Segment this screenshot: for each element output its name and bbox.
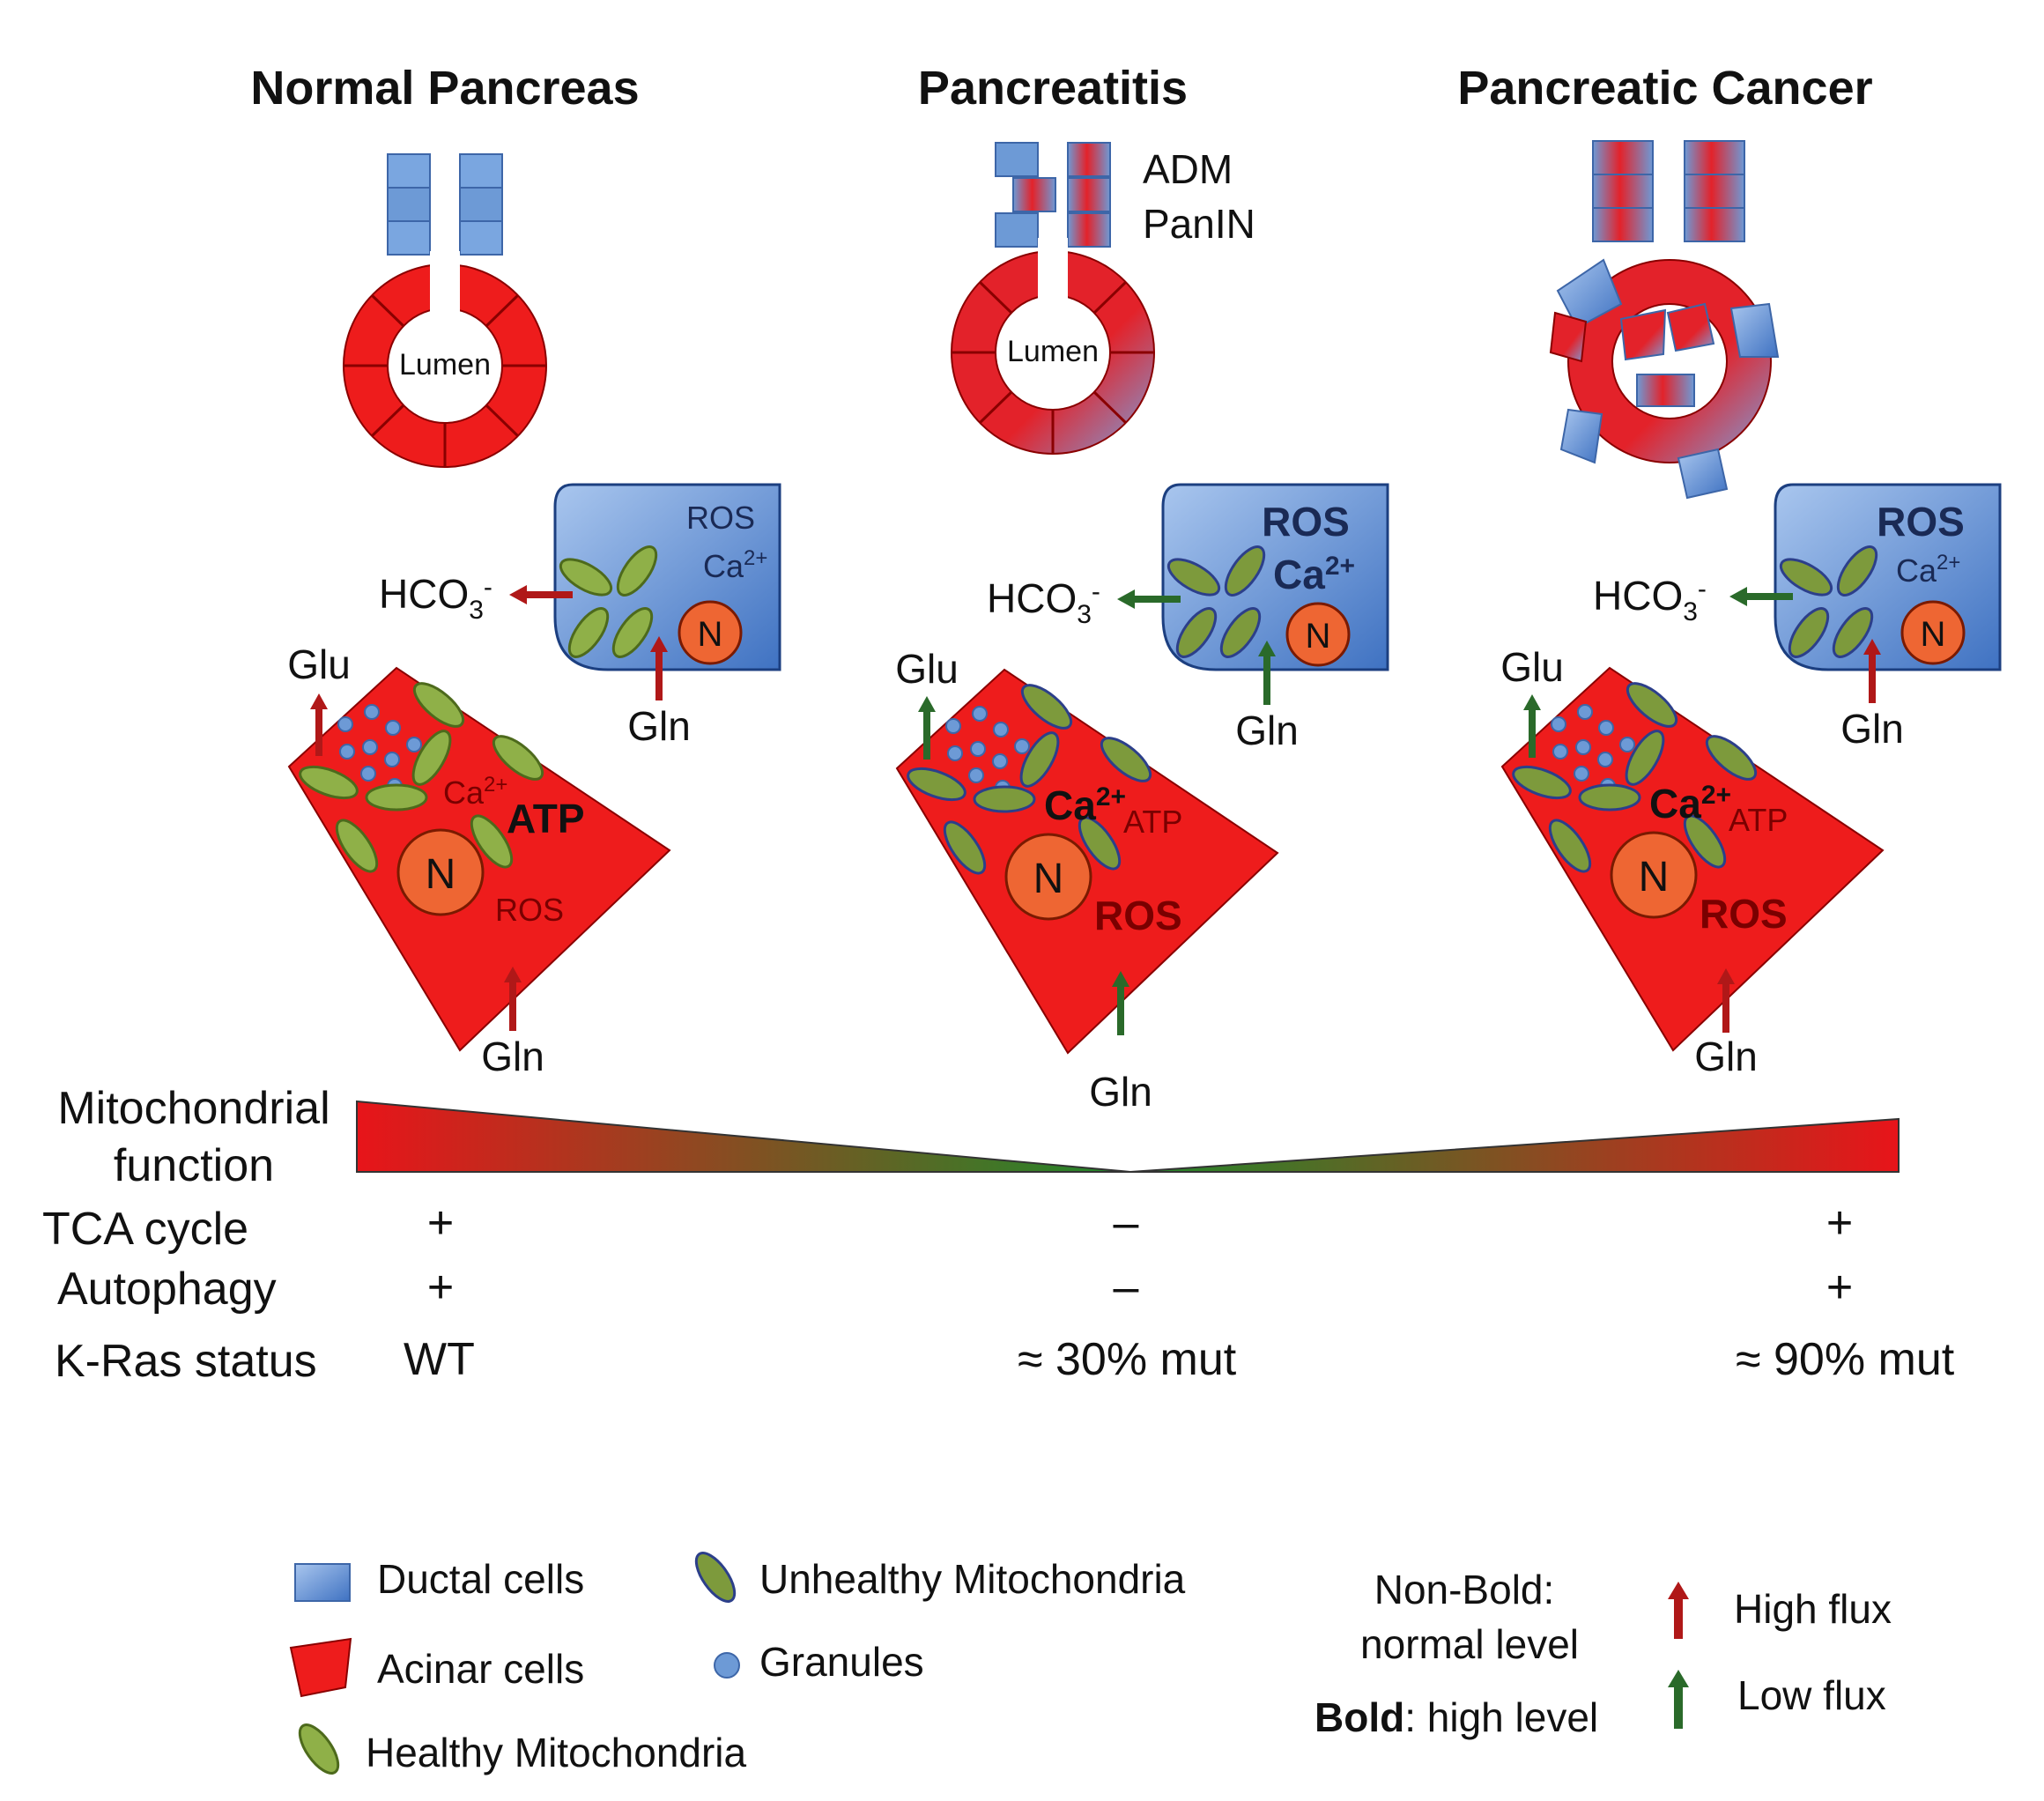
legend-acinar-swatch: [289, 1637, 352, 1698]
legend: Ductal cells Acinar cells Healthy Mitoch…: [289, 1552, 1892, 1775]
legend-granule-icon: [714, 1652, 740, 1679]
cancer-cell-group: ROS Ca2+ N HCO3- Gln: [1500, 483, 2002, 1079]
normal-acinar-mitochondria: [299, 682, 544, 873]
pancreatitis-acinar-ros: ROS: [1094, 893, 1182, 938]
normal-acinus: Lumen: [342, 153, 548, 468]
mito-function-label-1: Mitochondrial: [57, 1083, 330, 1134]
pancreatitis-glu-label: Glu: [895, 646, 959, 692]
cancer-acinus: [1549, 140, 1780, 500]
normal-acinar-ca: Ca2+: [443, 773, 507, 811]
legend-acinar-label: Acinar cells: [377, 1646, 584, 1692]
normal-acinar-ros: ROS: [495, 892, 564, 928]
legend-unhealthy-mito-icon: [694, 1552, 737, 1603]
cancer-acinar-ros: ROS: [1700, 891, 1788, 937]
normal-ductal-nucleus-label: N: [698, 615, 723, 654]
kras-status-label: K-Ras status: [55, 1336, 317, 1387]
pancreatitis-acinar-nucleus: [1004, 833, 1092, 921]
cancer-acinar-atp: ATP: [1729, 802, 1788, 838]
title-pancreatic-cancer: Pancreatic Cancer: [1457, 62, 1872, 115]
cancer-hco3-label: HCO3-: [1593, 573, 1707, 626]
kras-pancreatitis: ≈ 30% mut: [1018, 1334, 1237, 1385]
cancer-acinar-nucleus: [1610, 831, 1698, 919]
pancreatitis-ductal-gln: Gln: [1235, 708, 1299, 753]
normal-hco3-label: HCO3-: [379, 571, 492, 625]
pancreatitis-cell-group: ROS Ca2+ N HCO3- Gln: [895, 483, 1389, 1115]
autophagy-label: Autophagy: [57, 1264, 277, 1315]
pancreatitis-acinar-nucleus-label: N: [1033, 856, 1064, 902]
legend-unhealthy-mito-label: Unhealthy Mitochondria: [759, 1556, 1186, 1602]
cancer-ductal-ros: ROS: [1877, 499, 1965, 545]
pancreatitis-acinar-gln: Gln: [1089, 1069, 1152, 1115]
normal-ductal-nucleus: [678, 600, 743, 665]
cancer-ductal-nucleus-label: N: [1921, 615, 1946, 654]
legend-nonbold-line2: normal level: [1360, 1621, 1579, 1667]
normal-granules: [337, 704, 422, 794]
title-pancreatitis: Pancreatitis: [918, 62, 1188, 115]
pancreatitis-acinus: Lumen ADM PanIN: [950, 142, 1255, 455]
pancreatitis-ductal-cells: [995, 142, 1111, 248]
mito-function-label-2: function: [114, 1140, 274, 1191]
kras-cancer: ≈ 90% mut: [1736, 1334, 1955, 1385]
cancer-acinar-nucleus-label: N: [1639, 854, 1670, 900]
adm-label: ADM: [1143, 146, 1233, 192]
normal-ductal-mitochondria: [559, 545, 658, 658]
pancreatitis-acinar-atp: ATP: [1123, 804, 1182, 840]
cancer-ductal-gln: Gln: [1840, 706, 1904, 752]
legend-low-flux-label: Low flux: [1737, 1672, 1886, 1718]
title-normal-pancreas: Normal Pancreas: [250, 62, 639, 115]
mito-function-wedge: [356, 1100, 1900, 1174]
tca-pancreatitis: –: [1114, 1197, 1139, 1249]
pancreatitis-acinar-ca: Ca2+: [1044, 782, 1126, 828]
cancer-ductal-cells: [1592, 140, 1745, 242]
legend-ductal-label: Ductal cells: [377, 1556, 584, 1602]
cancer-ductal-nucleus: [1900, 600, 1966, 665]
autophagy-normal: +: [427, 1262, 454, 1313]
normal-ductal-ros: ROS: [686, 500, 755, 536]
normal-acinar-nucleus: [396, 828, 485, 916]
pancreatitis-lumen-label: Lumen: [1007, 335, 1099, 368]
legend-bold-text: Bold: high level: [1315, 1694, 1598, 1740]
pancreatitis-ductal-nucleus-label: N: [1306, 617, 1331, 656]
normal-cell-group: ROS Ca2+ N HCO3- Gln: [287, 483, 781, 1079]
autophagy-pancreatitis: –: [1114, 1262, 1139, 1313]
pancreatitis-acinar-mitochondria: [907, 684, 1152, 875]
pancreatitis-ductal-ca: Ca2+: [1273, 552, 1355, 597]
cancer-acinar-mitochondria: [1512, 682, 1758, 873]
tca-cycle-label: TCA cycle: [42, 1204, 248, 1255]
legend-granules-label: Granules: [759, 1639, 924, 1685]
panin-label: PanIN: [1143, 201, 1255, 247]
cancer-glu-label: Glu: [1500, 644, 1564, 690]
normal-acinar-gln: Gln: [481, 1034, 544, 1079]
pancreatitis-hco3-label: HCO3-: [987, 575, 1100, 629]
legend-ductal-swatch: [294, 1563, 351, 1602]
cancer-acinar-gln: Gln: [1694, 1034, 1758, 1079]
cancer-invading-cell: [1619, 308, 1667, 361]
normal-ductal-gln: Gln: [627, 703, 691, 749]
tca-normal: +: [427, 1197, 454, 1249]
normal-acinar-atp: ATP: [507, 796, 585, 841]
normal-lumen-label: Lumen: [399, 348, 491, 382]
pancreatitis-ductal-nucleus: [1285, 602, 1351, 667]
cancer-ductal-mitochondria: [1779, 545, 1878, 658]
autophagy-cancer: +: [1826, 1262, 1853, 1313]
legend-nonbold-line1: Non-Bold:: [1374, 1567, 1555, 1612]
legend-high-flux-label: High flux: [1734, 1586, 1892, 1632]
normal-ductal-ca: Ca2+: [703, 546, 767, 584]
tca-cancer: +: [1826, 1197, 1853, 1249]
cancer-acinar-ca: Ca2+: [1649, 781, 1731, 826]
pancreatitis-ductal-mitochondria: [1166, 545, 1266, 658]
normal-acinar-nucleus-label: N: [426, 851, 456, 898]
cancer-ductal-ca: Ca2+: [1896, 551, 1960, 589]
pancreatitis-ductal-ros: ROS: [1262, 499, 1350, 545]
normal-ductal-cells: [387, 153, 503, 256]
legend-healthy-mito-label: Healthy Mitochondria: [366, 1730, 747, 1775]
legend-healthy-mito-icon: [298, 1723, 340, 1775]
kras-normal: WT: [404, 1334, 475, 1385]
normal-glu-label: Glu: [287, 641, 351, 687]
